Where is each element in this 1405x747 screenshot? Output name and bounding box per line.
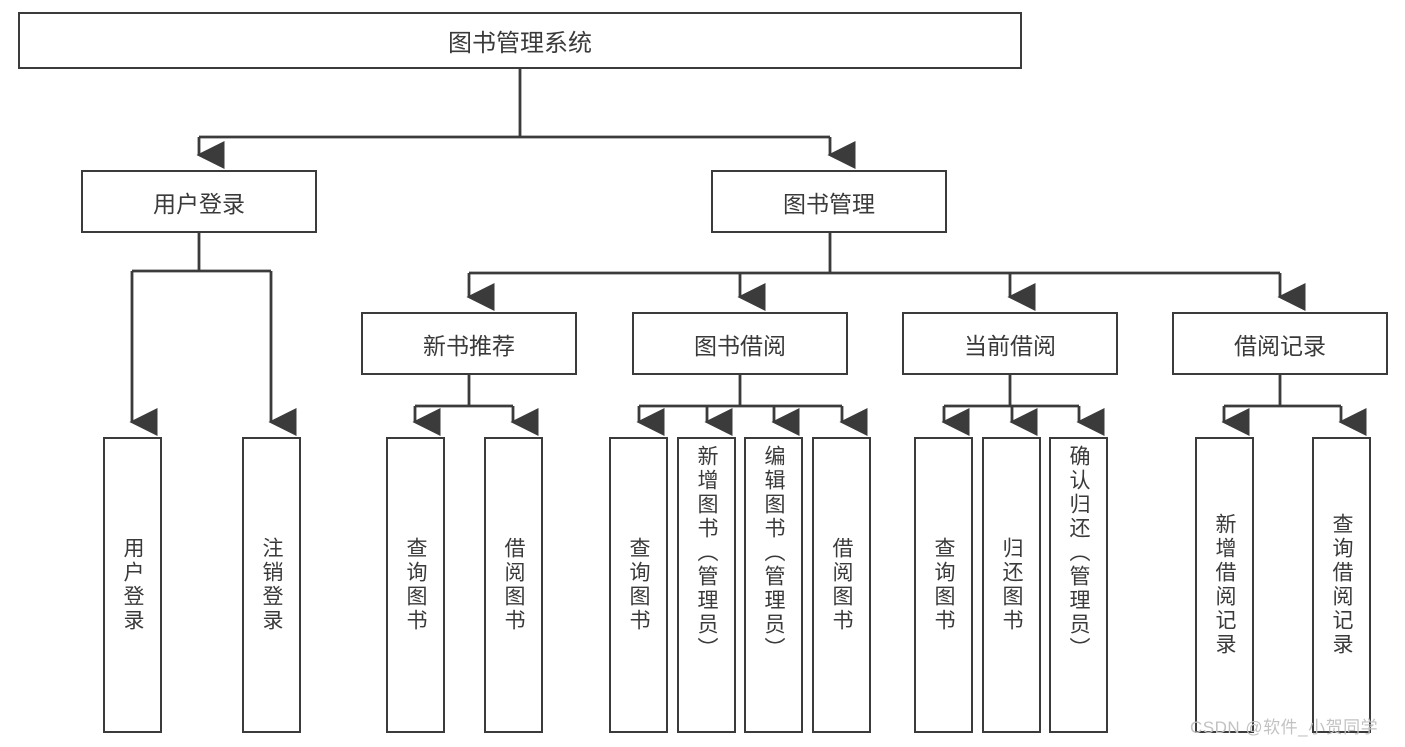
node-label: 新增借阅记录 — [1213, 513, 1236, 657]
leaf-text-wrap: 归还图书 — [984, 439, 1039, 731]
leaf-text-wrap: 编辑图书（管理员） — [746, 439, 801, 737]
leaf-text-wrap: 新增图书（管理员） — [679, 439, 734, 737]
leaf-record-query-record[interactable]: 查询借阅记录 — [1312, 437, 1371, 733]
node-label: 查询图书 — [932, 537, 955, 633]
leaf-user-login-signin[interactable]: 用户登录 — [103, 437, 162, 733]
node-current-borrow[interactable]: 当前借阅 — [902, 312, 1118, 375]
node-book-management[interactable]: 图书管理 — [711, 170, 947, 233]
leaf-current-confirm-return-admin[interactable]: 确认归还（管理员） — [1049, 437, 1108, 733]
leaf-text-wrap: 查询图书 — [611, 439, 666, 731]
node-new-book-recommend[interactable]: 新书推荐 — [361, 312, 577, 375]
node-label: 查询借阅记录 — [1330, 513, 1353, 657]
node-label: 查询图书 — [404, 537, 427, 633]
leaf-text-wrap: 注销登录 — [244, 439, 299, 731]
leaf-recommend-borrow-book[interactable]: 借阅图书 — [484, 437, 543, 733]
node-label: 借阅记录 — [1234, 332, 1326, 359]
leaf-current-return-book[interactable]: 归还图书 — [982, 437, 1041, 733]
node-label: 图书借阅 — [694, 332, 786, 359]
node-label: 归还图书 — [1000, 537, 1023, 633]
leaf-borrow-add-book-admin[interactable]: 新增图书（管理员） — [677, 437, 736, 733]
leaf-text-wrap: 确认归还（管理员） — [1051, 439, 1106, 737]
node-borrow-record[interactable]: 借阅记录 — [1172, 312, 1388, 375]
leaf-borrow-edit-book-admin[interactable]: 编辑图书（管理员） — [744, 437, 803, 733]
csdn-watermark: CSDN @软件_小贺同学 — [1190, 718, 1379, 737]
node-label: 借阅图书 — [502, 537, 525, 633]
leaf-recommend-query-book[interactable]: 查询图书 — [386, 437, 445, 733]
node-label: 图书管理系统 — [448, 30, 592, 57]
node-label: 用户登录 — [121, 537, 144, 633]
node-label: 确认归还（管理员） — [1067, 445, 1090, 661]
node-label: 用户登录 — [153, 190, 245, 217]
leaf-text-wrap: 查询借阅记录 — [1314, 439, 1369, 731]
leaf-borrow-borrow-book[interactable]: 借阅图书 — [812, 437, 871, 733]
leaf-borrow-query-book[interactable]: 查询图书 — [609, 437, 668, 733]
node-root-system[interactable]: 图书管理系统 — [18, 12, 1022, 69]
leaf-text-wrap: 借阅图书 — [486, 439, 541, 731]
leaf-text-wrap: 用户登录 — [105, 439, 160, 731]
node-label: 当前借阅 — [964, 332, 1056, 359]
node-user-login[interactable]: 用户登录 — [81, 170, 317, 233]
node-label: 借阅图书 — [830, 537, 853, 633]
leaf-text-wrap: 查询图书 — [916, 439, 971, 731]
node-label: 注销登录 — [260, 537, 283, 633]
node-label: 图书管理 — [783, 190, 875, 217]
node-book-borrow[interactable]: 图书借阅 — [632, 312, 848, 375]
node-label: 编辑图书（管理员） — [762, 445, 785, 661]
leaf-user-login-logout[interactable]: 注销登录 — [242, 437, 301, 733]
node-label: 新书推荐 — [423, 332, 515, 359]
node-label: 查询图书 — [627, 537, 650, 633]
node-label: 新增图书（管理员） — [695, 445, 718, 661]
leaf-text-wrap: 查询图书 — [388, 439, 443, 731]
leaf-text-wrap: 新增借阅记录 — [1197, 439, 1252, 731]
leaf-text-wrap: 借阅图书 — [814, 439, 869, 731]
leaf-current-query-book[interactable]: 查询图书 — [914, 437, 973, 733]
leaf-record-add-record[interactable]: 新增借阅记录 — [1195, 437, 1254, 733]
